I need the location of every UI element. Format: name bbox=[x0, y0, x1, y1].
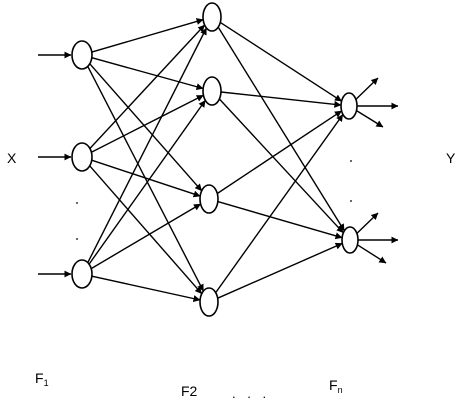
hidden-node-1 bbox=[202, 2, 222, 32]
edge-input-2-to-hidden-2 bbox=[91, 94, 204, 153]
layer-label-f1: F1 bbox=[35, 370, 49, 388]
continuation-dots bbox=[76, 160, 352, 240]
input-dot-2 bbox=[76, 238, 78, 240]
hidden-node-4 bbox=[199, 287, 219, 317]
edge-hidden-2-to-output-2 bbox=[218, 98, 344, 234]
output-dot-2 bbox=[350, 200, 352, 202]
input-node-1 bbox=[71, 40, 93, 70]
edge-input-2-to-hidden-3 bbox=[91, 159, 201, 198]
output-dot-1 bbox=[350, 160, 352, 162]
output-2-arrow-3 bbox=[357, 244, 387, 264]
layer-label-f2: F2 bbox=[181, 383, 198, 399]
input-dot-1 bbox=[76, 202, 78, 204]
output-2-arrow-1 bbox=[356, 212, 379, 234]
output-1-arrow-3 bbox=[356, 110, 384, 128]
edge-hidden-1-to-output-2 bbox=[217, 26, 345, 232]
edge-input-3-to-hidden-4 bbox=[91, 275, 201, 302]
edge-hidden-1-to-output-1 bbox=[219, 21, 342, 102]
hidden-node-3 bbox=[199, 184, 219, 214]
output-node-1 bbox=[340, 92, 358, 120]
input-node-3 bbox=[71, 259, 93, 289]
edge-hidden-2-to-output-1 bbox=[220, 91, 342, 108]
edge-input-1-to-hidden-1 bbox=[91, 18, 204, 53]
connection-edges bbox=[38, 18, 399, 302]
layer-ellipsis: . . . bbox=[232, 386, 270, 401]
edge-hidden-4-to-output-1 bbox=[215, 114, 344, 294]
hidden-node-2 bbox=[202, 76, 222, 106]
edge-input-3-to-hidden-2 bbox=[88, 99, 206, 265]
output-label: Y bbox=[446, 150, 456, 166]
edge-input-1-to-hidden-3 bbox=[89, 63, 203, 192]
edge-input-2-to-hidden-4 bbox=[89, 165, 203, 295]
edge-input-3-to-hidden-3 bbox=[90, 203, 201, 270]
edge-hidden-3-to-output-1 bbox=[216, 110, 342, 195]
output-node-2 bbox=[341, 226, 359, 254]
network-nodes bbox=[71, 2, 359, 317]
output-1-arrow-1 bbox=[355, 77, 379, 100]
edge-hidden-4-to-output-2 bbox=[217, 242, 343, 299]
edge-input-3-to-hidden-1 bbox=[87, 27, 208, 263]
input-node-2 bbox=[71, 142, 93, 172]
edge-input-1-to-hidden-2 bbox=[91, 57, 204, 91]
edge-hidden-3-to-output-2 bbox=[217, 200, 343, 240]
input-label: X bbox=[7, 150, 17, 166]
layer-label-fn: Fn bbox=[329, 377, 343, 395]
edge-input-2-to-hidden-1 bbox=[89, 24, 206, 149]
